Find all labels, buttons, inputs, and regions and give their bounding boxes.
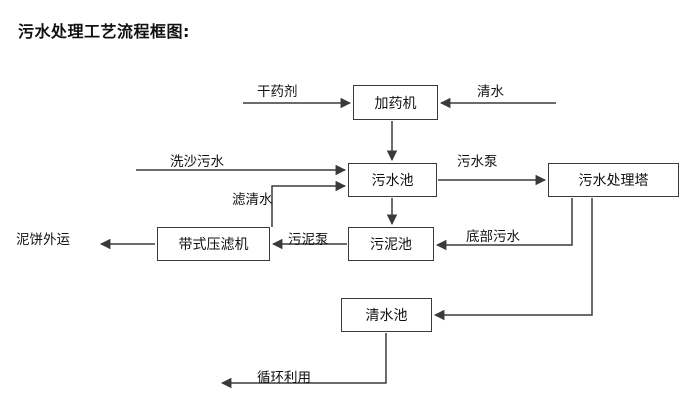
terminal-mud-cake-transport-out: 泥饼外运	[16, 232, 70, 248]
node-dosing-machine[interactable]: 加药机	[353, 85, 438, 120]
node-treatment-tower[interactable]: 污水处理塔	[548, 163, 679, 197]
node-label: 污水池	[371, 173, 414, 189]
edge-label-filtrate-water: 滤清水	[232, 192, 273, 208]
terminal-sand-wash-wastewater: 洗沙污水	[170, 154, 224, 170]
node-sludge-pool[interactable]: 污泥池	[348, 227, 434, 261]
node-clear-water-pool[interactable]: 清水池	[341, 298, 432, 332]
node-label: 清水池	[365, 308, 408, 324]
node-label: 污泥池	[370, 237, 412, 253]
node-label: 带式压滤机	[178, 237, 249, 253]
edge-tower-to-clear-water-pool	[433, 198, 593, 321]
edge-filtrate-to-wastewater-pool	[271, 180, 347, 227]
page-title: 污水处理工艺流程框图:	[18, 22, 190, 41]
edge-label-wastewater-pump: 污水泵	[457, 154, 498, 170]
terminal-dry-chemical: 干药剂	[257, 84, 298, 100]
node-belt-filter-press[interactable]: 带式压滤机	[157, 227, 270, 261]
edge-label-recycle-reuse: 循环利用	[257, 370, 311, 386]
edge-label-bottom-wastewater: 底部污水	[466, 229, 520, 245]
terminal-clean-water-input: 清水	[477, 84, 504, 100]
node-label: 加药机	[374, 95, 417, 112]
node-label: 污水处理塔	[578, 173, 649, 189]
node-wastewater-pool[interactable]: 污水池	[348, 163, 437, 197]
edge-label-sludge-pump: 污泥泵	[288, 232, 329, 248]
